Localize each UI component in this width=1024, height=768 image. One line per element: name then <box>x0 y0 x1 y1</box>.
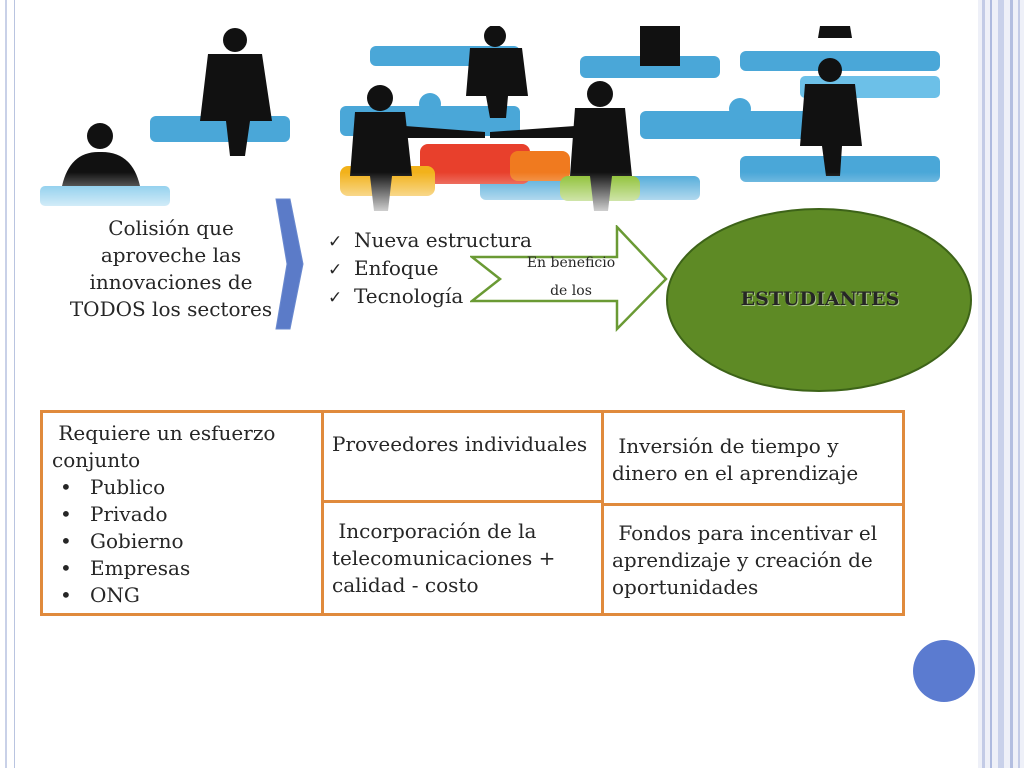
arrow-label-line2: de los <box>550 283 592 299</box>
chevron-right-icon <box>275 198 304 330</box>
banner-image-business-puzzle <box>40 26 940 221</box>
list-item: •Empresas <box>52 555 320 582</box>
colision-text: Colisión que aproveche las innovaciones … <box>69 216 273 321</box>
checklist: ✓Nueva estructura ✓Enfoque ✓Tecnología <box>328 226 532 310</box>
checklist-item: ✓Tecnología <box>328 282 532 310</box>
esfuerzo-intro: Requiere un esfuerzo conjunto <box>52 421 282 472</box>
slide-frame-left <box>0 0 15 768</box>
sector-list: •Publico •Privado •Gobierno •Empresas •O… <box>52 474 320 609</box>
bullet-icon: • <box>60 583 72 607</box>
bullet-icon: • <box>60 475 72 499</box>
ellipse-shape <box>666 208 972 392</box>
box-fondos <box>601 503 905 616</box>
checklist-item: ✓Nueva estructura <box>328 226 532 254</box>
checklist-item: ✓Enfoque <box>328 254 532 282</box>
arrow-shape <box>470 225 668 333</box>
check-icon: ✓ <box>328 260 343 280</box>
slide-frame-right <box>978 0 1024 768</box>
incorporacion-text: Incorporación de la telecomunicaciones +… <box>332 519 562 597</box>
list-item: •Gobierno <box>52 528 320 555</box>
inversion-text: Inversión de tiempo y dinero en el apren… <box>612 434 859 485</box>
proveedores-text: Proveedores individuales <box>332 432 588 456</box>
decorative-circle <box>913 640 975 702</box>
fondos-text: Fondos para incentivar el aprendizaje y … <box>612 521 884 599</box>
bullet-icon: • <box>60 502 72 526</box>
bullet-icon: • <box>60 556 72 580</box>
ellipse-label: ESTUDIANTES <box>740 288 900 310</box>
esfuerzo-content: Requiere un esfuerzo conjunto •Publico •… <box>52 420 320 609</box>
bullet-icon: • <box>60 529 72 553</box>
list-item: •Publico <box>52 474 320 501</box>
check-icon: ✓ <box>328 232 343 252</box>
list-item: •ONG <box>52 582 320 609</box>
check-icon: ✓ <box>328 288 343 308</box>
list-item: •Privado <box>52 501 320 528</box>
arrow-label-line1: En beneficio <box>526 255 616 271</box>
